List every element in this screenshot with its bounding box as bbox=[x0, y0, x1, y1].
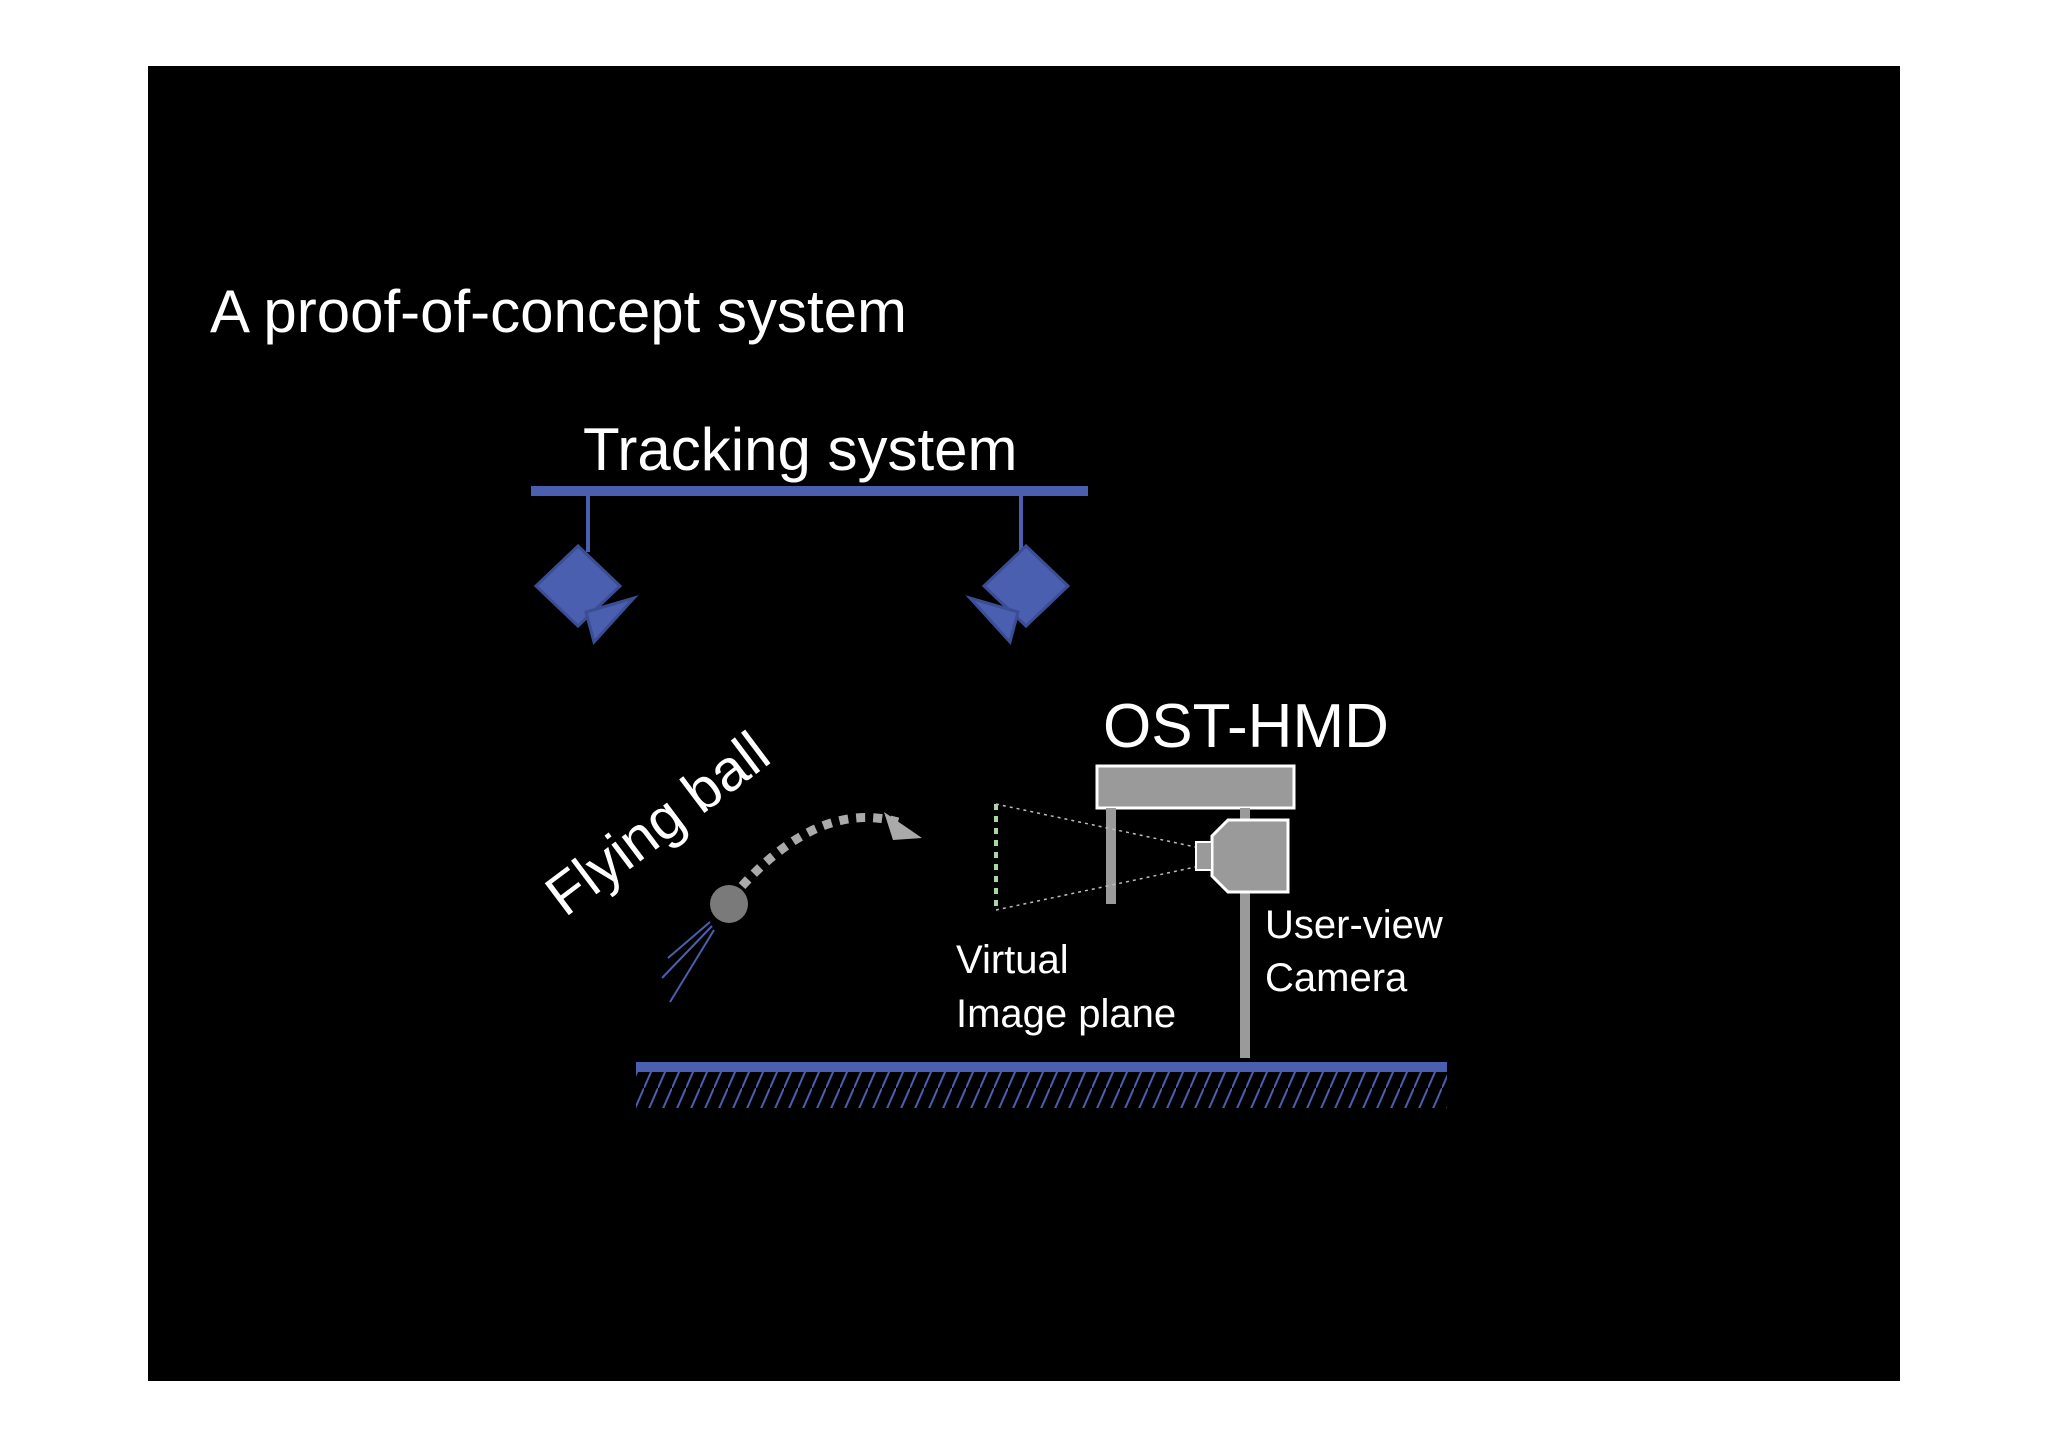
trajectory-arrow bbox=[738, 813, 900, 890]
hmd-left-leg bbox=[1106, 808, 1116, 904]
tracking-camera-right-icon bbox=[965, 543, 1071, 646]
ost-hmd: OST-HMD bbox=[1095, 692, 1389, 1058]
ost-hmd-label: OST-HMD bbox=[1103, 692, 1389, 761]
slide-background bbox=[148, 66, 1900, 1381]
motion-line-1 bbox=[667, 921, 711, 959]
virtual-plane-label-line1: Virtual bbox=[956, 938, 1069, 982]
tracking-system-label: Tracking system bbox=[583, 416, 1018, 483]
hmd-right-post bbox=[1240, 808, 1250, 1058]
virtual-plane-label-line2: Image plane bbox=[956, 992, 1176, 1036]
ground bbox=[636, 1062, 1447, 1108]
user-camera-label-line2: Camera bbox=[1265, 956, 1408, 1000]
slide-title: A proof-of-concept system bbox=[210, 278, 907, 345]
motion-line-2 bbox=[661, 925, 713, 979]
trajectory-arrowhead-fill bbox=[884, 812, 922, 840]
tracking-rail bbox=[531, 486, 1088, 496]
motion-line-3 bbox=[669, 929, 715, 1003]
tracking-camera-left-icon bbox=[533, 543, 639, 646]
ball-icon bbox=[710, 885, 748, 923]
hmd-display-bar bbox=[1095, 764, 1296, 810]
video-camera-icon bbox=[1195, 818, 1290, 894]
tracking-system: Tracking system bbox=[531, 416, 1088, 646]
virtual-image-plane: Virtual Image plane bbox=[956, 803, 1201, 1036]
ground-line bbox=[636, 1062, 1447, 1072]
ground-hatching bbox=[636, 1072, 1447, 1108]
user-camera-label-line1: User-view bbox=[1265, 903, 1443, 947]
